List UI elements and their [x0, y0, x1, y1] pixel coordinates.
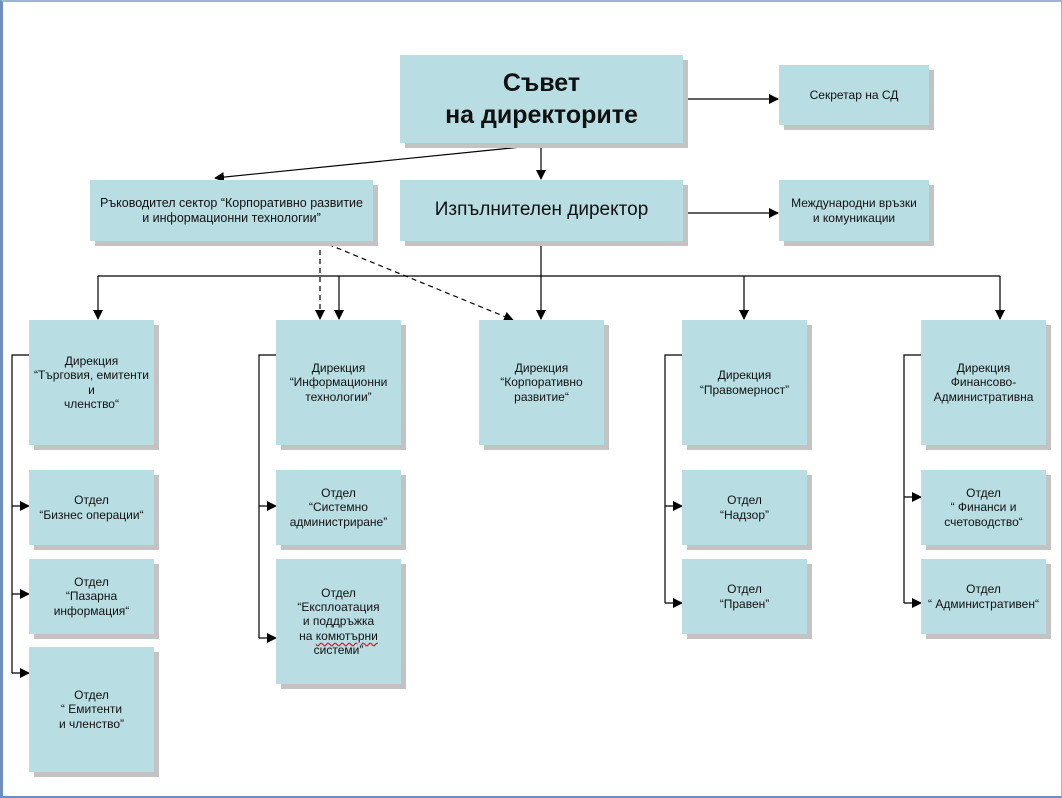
dept-operations-text-b: системи”: [313, 643, 364, 658]
node-board-of-directors[interactable]: Съвет на директорите: [400, 55, 683, 143]
node-dept-sysadmin[interactable]: Отдел “Системно администриране”: [276, 470, 401, 545]
edge-dir-it-spine: [258, 354, 276, 638]
node-dir-corporate[interactable]: Дирекция “Корпоративно развитие“: [479, 320, 604, 445]
node-dir-trade[interactable]: Дирекция “Търговия, емитенти и членство“: [29, 320, 154, 445]
edge-sector-head-dir-corporate-dashed: [319, 240, 514, 322]
node-dept-issuers[interactable]: Отдел “ Емитенти и членство”: [29, 647, 154, 772]
node-international-relations[interactable]: Международни връзки и комуникации: [779, 180, 929, 241]
node-dept-market-info[interactable]: Отдел “Пазарна информация“: [29, 559, 154, 634]
node-dir-finance[interactable]: Дирекция Финансово- Административна: [921, 320, 1046, 445]
node-dir-compliance[interactable]: Дирекция “Правомерност”: [682, 320, 807, 445]
node-sector-head[interactable]: Ръководител сектор “Корпоративно развити…: [90, 180, 373, 241]
node-dept-fin-accounting[interactable]: Отдел “ Финанси и счетоводство“: [921, 470, 1046, 545]
edge-dir-finance-spine: [903, 354, 921, 603]
node-dept-admin[interactable]: Отдел “ Административен“: [921, 559, 1046, 634]
node-executive-director[interactable]: Изпълнителен директор: [400, 180, 683, 241]
edge-dir-trade-spine: [11, 354, 29, 673]
node-dept-supervision[interactable]: Отдел “Надзор”: [682, 470, 807, 545]
node-dir-it[interactable]: Дирекция “Информационни технологии”: [276, 320, 401, 445]
node-dept-legal[interactable]: Отдел “Правен”: [682, 559, 807, 634]
edge-board-sector-head: [214, 143, 542, 183]
dept-operations-text-a: Отдел “Експлоатация и поддръжка на: [297, 585, 380, 643]
node-dept-operations[interactable]: Отдел “Експлоатация и поддръжка на комют…: [276, 559, 401, 684]
node-dept-business-ops[interactable]: Отдел “Бизнес операции“: [29, 470, 154, 545]
edge-dir-compliance-spine: [664, 354, 682, 603]
spellcheck-underlined-word: комютърни: [315, 628, 378, 643]
node-secretary[interactable]: Секретар на СД: [779, 65, 929, 125]
